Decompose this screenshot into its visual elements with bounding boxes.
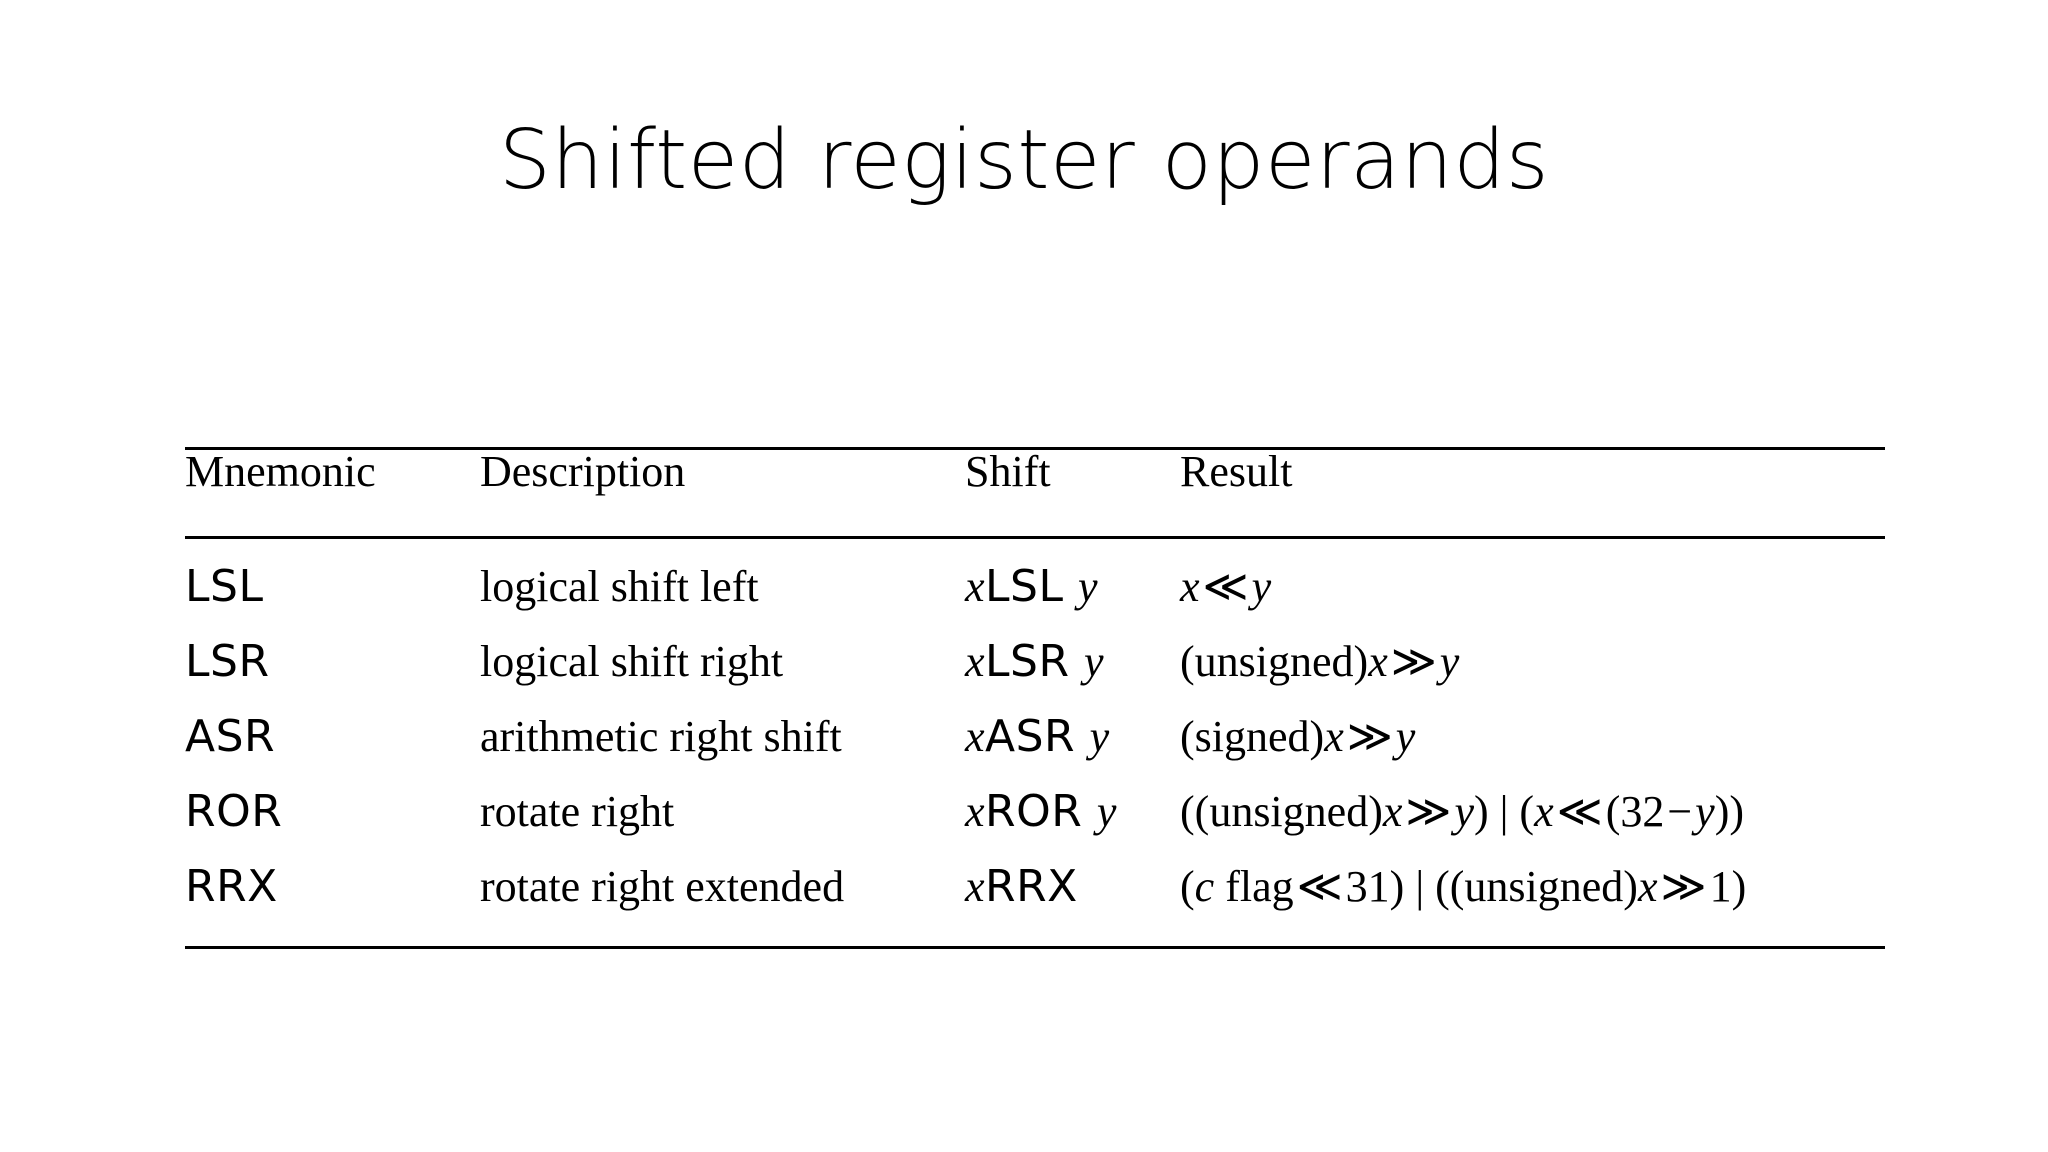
column-header-mnemonic: Mnemonic <box>185 447 376 496</box>
result-op: ≫ <box>1390 637 1437 686</box>
result-const: 31) <box>1345 862 1405 911</box>
result-cast: unsigned) <box>1209 787 1383 836</box>
result-lhs: x <box>1382 787 1403 836</box>
cell-shift: xRRX <box>965 851 1180 946</box>
result-flag-var: c <box>1194 862 1215 911</box>
shift-op: LSR <box>985 636 1070 687</box>
result-op2: ≫ <box>1660 862 1707 911</box>
result-cast: (unsigned) <box>1180 637 1369 686</box>
shift-operand-x: x <box>965 712 986 761</box>
result-const: (32 <box>1605 787 1665 836</box>
cell-shift: xLSL y <box>965 539 1180 626</box>
table-rule-header-bottom <box>185 536 1885 539</box>
result-op: ≫ <box>1346 712 1393 761</box>
table-row: RRX rotate right extended xRRX (c flag≪3… <box>185 851 1885 946</box>
cell-result: (signed)x≫y <box>1180 701 1885 776</box>
shift-op: RRX <box>985 861 1078 912</box>
result-open: (( <box>1180 787 1210 836</box>
table-row: LSL logical shift left xLSL y x≪y <box>185 539 1885 626</box>
result-rhs2: y <box>1695 787 1715 836</box>
shift-operand-x: x <box>965 862 986 911</box>
table-row: ASR arithmetic right shift xASR y (signe… <box>185 701 1885 776</box>
cell-mnemonic: LSL <box>185 561 264 612</box>
cell-shift: xROR y <box>965 776 1180 851</box>
cell-description: arithmetic right shift <box>480 712 842 761</box>
result-lhs: x <box>1368 637 1388 686</box>
result-rhs: y <box>1439 637 1460 686</box>
result-lhs2: x <box>1534 787 1554 836</box>
result-mid: ) | ( <box>1473 787 1535 836</box>
result-op2: ≪ <box>1556 787 1603 836</box>
shift-operand-x: x <box>965 562 986 611</box>
column-header-description: Description <box>480 447 686 496</box>
cell-mnemonic: RRX <box>185 861 278 912</box>
column-header-result: Result <box>1180 447 1293 496</box>
cell-mnemonic: LSR <box>185 636 270 687</box>
cell-shift: xASR y <box>965 701 1180 776</box>
result-open2: ((unsigned) <box>1435 862 1638 911</box>
cell-result: (c flag≪31) | ((unsigned)x≫1) <box>1180 851 1885 946</box>
table-body: LSL logical shift left xLSL y x≪y LSR lo… <box>185 539 1885 946</box>
cell-description: rotate right <box>480 787 675 836</box>
result-const2: 1) <box>1709 862 1747 911</box>
cell-shift: xLSR y <box>965 626 1180 701</box>
cell-mnemonic: ASR <box>185 711 276 762</box>
table-header-row: Mnemonic Description Shift Result <box>185 450 1885 536</box>
shift-operand-y: y <box>1096 787 1117 836</box>
cell-result: ((unsigned)x≫y) | (x≪(32−y)) <box>1180 776 1885 851</box>
shift-op: ASR <box>985 711 1076 762</box>
shift-operand-y: y <box>1089 712 1110 761</box>
column-header-shift: Shift <box>965 447 1051 496</box>
table-row: LSR logical shift right xLSR y (unsigned… <box>185 626 1885 701</box>
cell-description: logical shift right <box>480 637 784 686</box>
shift-op: ROR <box>985 786 1083 837</box>
shift-operand-y: y <box>1084 637 1105 686</box>
cell-result: x≪y <box>1180 539 1885 626</box>
result-rhs: y <box>1251 562 1272 611</box>
result-op: ≪ <box>1202 562 1249 611</box>
result-open: ( <box>1180 862 1195 911</box>
result-flag-word: flag <box>1225 862 1294 911</box>
shift-op: LSL <box>985 561 1064 612</box>
table-row: ROR rotate right xROR y ((unsigned)x≫y) … <box>185 776 1885 851</box>
result-lhs: x <box>1180 562 1200 611</box>
table-rule-top <box>185 447 1885 450</box>
cell-mnemonic: ROR <box>185 786 283 837</box>
table: Mnemonic Description Shift Result <box>185 450 1885 536</box>
shifted-register-table: Mnemonic Description Shift Result LSL lo… <box>185 447 1885 949</box>
shift-operand-y: y <box>1078 562 1099 611</box>
page-title: Shifted register operands <box>498 113 1550 208</box>
result-pipe: | <box>1415 862 1425 911</box>
shift-operand-x: x <box>965 637 986 686</box>
cell-result: (unsigned)x≫y <box>1180 626 1885 701</box>
result-close: )) <box>1714 787 1745 836</box>
result-op: ≪ <box>1296 862 1343 911</box>
result-cast: (signed) <box>1180 712 1325 761</box>
result-minus: − <box>1667 787 1693 836</box>
table-rule-bottom <box>185 946 1885 949</box>
result-rhs: y <box>1454 787 1474 836</box>
result-lhs2: x <box>1637 862 1658 911</box>
result-op: ≫ <box>1405 787 1452 836</box>
cell-description: rotate right extended <box>480 862 845 911</box>
result-lhs: x <box>1324 712 1344 761</box>
result-rhs: y <box>1395 712 1416 761</box>
shift-operand-x: x <box>965 787 986 836</box>
cell-description: logical shift left <box>480 562 759 611</box>
